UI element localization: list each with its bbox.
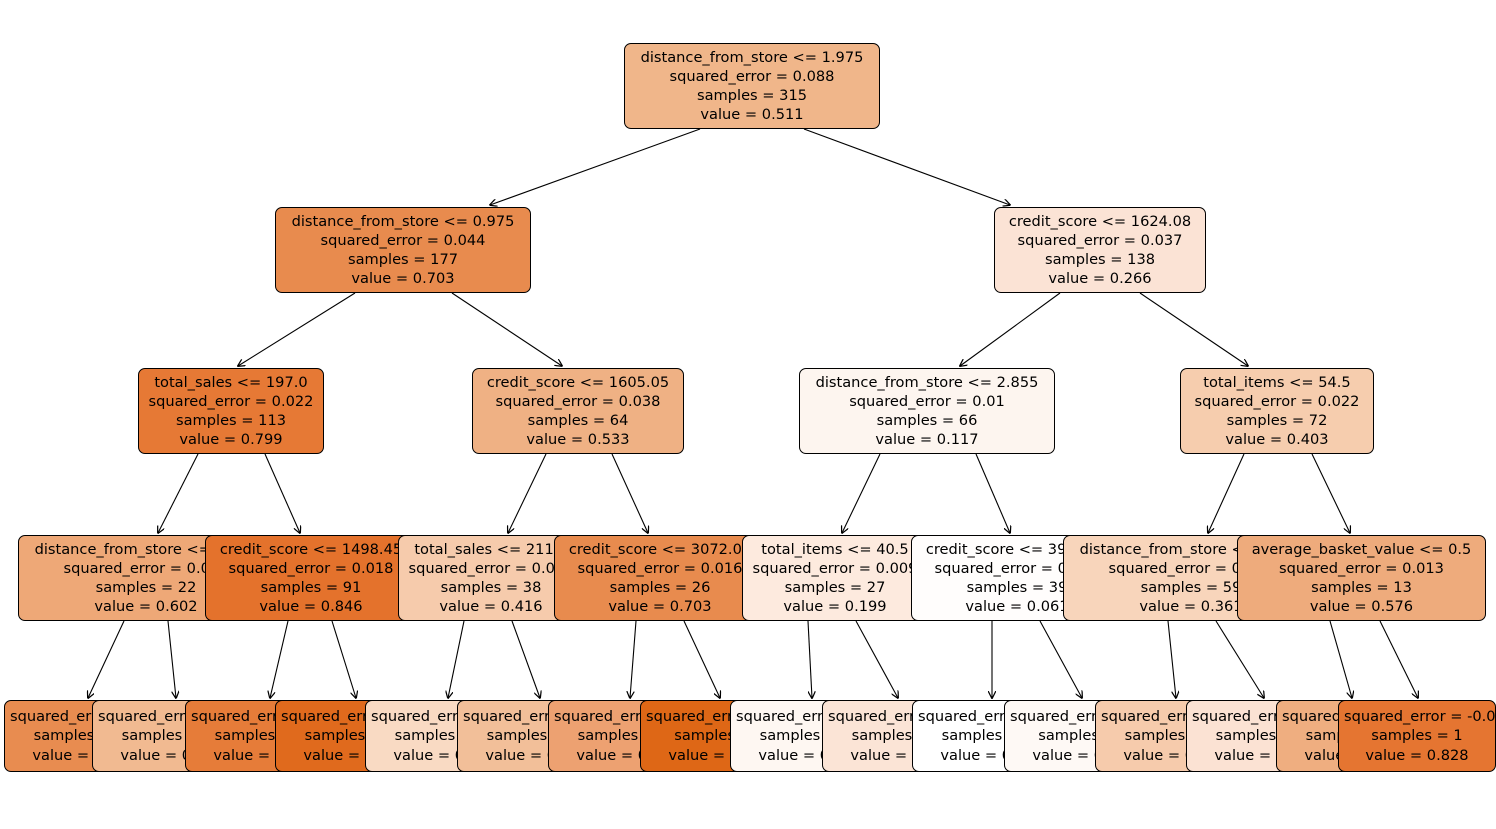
node-text-line: total_sales <= 211.5 (414, 540, 568, 558)
node-text-line: credit_score <= 3924.65 (925, 540, 1109, 558)
node-text-line: samples = 91 (260, 579, 362, 596)
node-text-line: total_items <= 54.5 (1203, 373, 1351, 391)
node-text-line: distance_from_store <= 2.855 (815, 373, 1039, 391)
node-text-line: distance_from_store <= 0.705 (34, 540, 258, 558)
node-text-line: samples = 315 (696, 87, 808, 104)
node-text-line: squared_error = 0.044 (320, 231, 486, 249)
node-text-line: squared_error = 0.037 (1017, 231, 1183, 249)
node-text-line: squared_error = 0.005 (934, 559, 1100, 577)
node-text-line: squared_error = 0.022 (148, 392, 314, 410)
node-text-line: credit_score <= 1498.45 (219, 540, 403, 558)
node-text-line: samples = 72 (1226, 412, 1328, 429)
node-text-line: value = 0.533 (526, 431, 630, 449)
node-text-line: value = 0.117 (875, 431, 979, 449)
node-text-line: credit_score <= 3072.05 (568, 540, 752, 558)
node-text-line: squared_error = 0.016 (1108, 559, 1274, 577)
node-text-line: squared_error = 0.027 (408, 559, 574, 577)
node-text-line: samples = 1 (1371, 727, 1463, 745)
node-text-line: value = 0.403 (1225, 431, 1329, 449)
node-text-line: squared_error = 0.013 (1279, 559, 1444, 577)
node-text-line: value = 0.576 (1309, 598, 1414, 616)
node-text-line: distance_from_store <= 1.975 (640, 48, 864, 66)
node-text-line: credit_score <= 1605.05 (486, 373, 670, 391)
node-text-line: value = 0.846 (259, 598, 363, 616)
node-text-line: samples = 59 (1140, 579, 1242, 596)
node-text-line: distance_from_store <= 0.975 (291, 212, 515, 230)
node-text-line: credit_score <= 1624.08 (1008, 212, 1192, 230)
node-text-line: squared_error = 0.038 (495, 392, 661, 410)
node-text-line: value = 0.799 (179, 431, 283, 449)
node-text-line: total_items <= 40.5 (761, 540, 909, 558)
node-text-line: samples = 39 (966, 579, 1068, 596)
node-text-line: samples = 113 (175, 412, 287, 429)
node-text-line: value = 0.602 (94, 598, 198, 616)
node-text-line: value = 0.703 (351, 270, 455, 288)
node-text-line: samples = 138 (1044, 251, 1156, 268)
node-text-line: squared_error = 0.088 (669, 67, 835, 85)
node-text-line: samples = 177 (347, 251, 459, 268)
node-text-line: value = 0.511 (700, 106, 804, 124)
node-text-line: value = 0.361 (1139, 598, 1243, 616)
node-text-line: samples = 13 (1311, 579, 1412, 596)
node-text-line: squared_error = 0.022 (1194, 392, 1360, 410)
node-text-line: squared_error = -0.0 (1344, 708, 1496, 726)
node-text-line: samples = 26 (609, 579, 711, 596)
node-text-line: samples = 22 (95, 579, 197, 596)
node-text-line: squared_error = 0.01 (849, 392, 1005, 410)
node-text-line: squared_error = 0.017 (63, 559, 229, 577)
node-text-line: samples = 64 (527, 412, 629, 429)
node-text-line: value = 0.828 (1365, 746, 1469, 764)
node-text-line: value = 0.416 (439, 598, 543, 616)
node-text-line: samples = 66 (876, 412, 978, 429)
node-text-line: value = 0.199 (783, 598, 887, 616)
node-text-line: value = 0.703 (608, 598, 712, 616)
node-text-line: samples = 27 (784, 579, 886, 596)
node-text-line: squared_error = 0.009 (752, 559, 918, 577)
node-text-line: value = 0.061 (965, 598, 1069, 616)
node-text-line: samples = 38 (440, 579, 542, 596)
node-text-line: value = 0.266 (1048, 270, 1152, 288)
node-text-line: total_sales <= 197.0 (154, 373, 308, 391)
node-text-line: average_basket_value <= 0.5 (1251, 540, 1472, 558)
node-text-line: squared_error = 0.016 (577, 559, 743, 577)
node-text-line: squared_error = 0.018 (228, 559, 394, 577)
